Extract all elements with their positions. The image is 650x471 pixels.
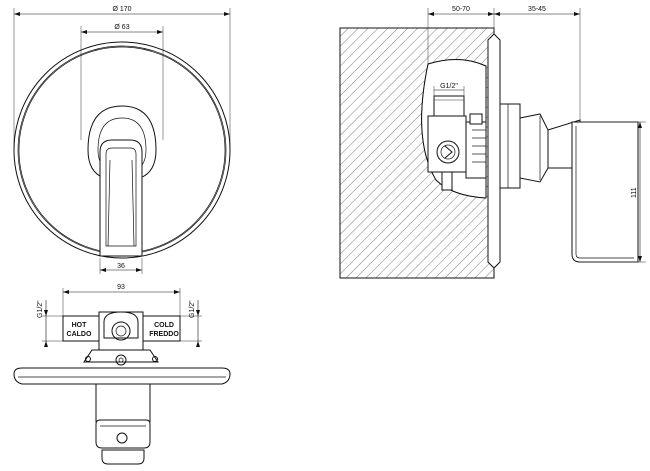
side-thread-dimension: G1/2" (433, 83, 465, 98)
side-thread-label: G1/2" (440, 83, 458, 90)
outer-diameter-label: Ø 170 (112, 6, 131, 13)
cold-label-italian: FREDDO (149, 331, 179, 338)
inner-diameter-dimension: Ø 63 (80, 24, 164, 140)
valve-section (427, 95, 487, 191)
projection-dimension: 35-45 (494, 6, 581, 122)
outer-diameter-dimension: Ø 170 (13, 6, 231, 150)
hot-label: HOT (72, 322, 88, 329)
right-thread-dimension: G1/2" (180, 300, 202, 347)
wall-plate-outer-ring (13, 41, 231, 259)
projection-label: 35-45 (528, 6, 546, 13)
side-wall-plate (487, 33, 501, 269)
handle-width-label: 36 (117, 263, 125, 270)
connection-spacing-dimension: 93 (62, 284, 181, 320)
inner-diameter-label: Ø 63 (114, 24, 129, 31)
valve-body (62, 311, 181, 366)
cold-label: COLD (154, 322, 174, 329)
set-screw (115, 354, 127, 366)
top-view: 93 G1/2" G1/2" (13, 284, 231, 465)
handle-width-dimension: 36 (99, 258, 143, 274)
connection-spacing-label: 93 (117, 284, 125, 291)
left-thread-dimension: G1/2" (37, 300, 64, 347)
height-label: 111 (631, 187, 638, 198)
lever-handle (87, 105, 157, 257)
side-view: 50-70 35-45 (339, 6, 646, 279)
wall-plate-edge (13, 367, 231, 385)
front-view: Ø 170 Ø 63 36 (13, 6, 231, 274)
right-thread-label: G1/2" (189, 300, 196, 318)
left-thread-label: G1/2" (37, 300, 44, 318)
handle-top-view (95, 383, 151, 465)
height-dimension: 111 (580, 121, 646, 263)
wall-depth-dimension: 50-70 (427, 6, 495, 66)
side-handle (499, 103, 639, 263)
wall-depth-label: 50-70 (452, 6, 470, 13)
hot-label-italian: CALDO (67, 331, 92, 338)
